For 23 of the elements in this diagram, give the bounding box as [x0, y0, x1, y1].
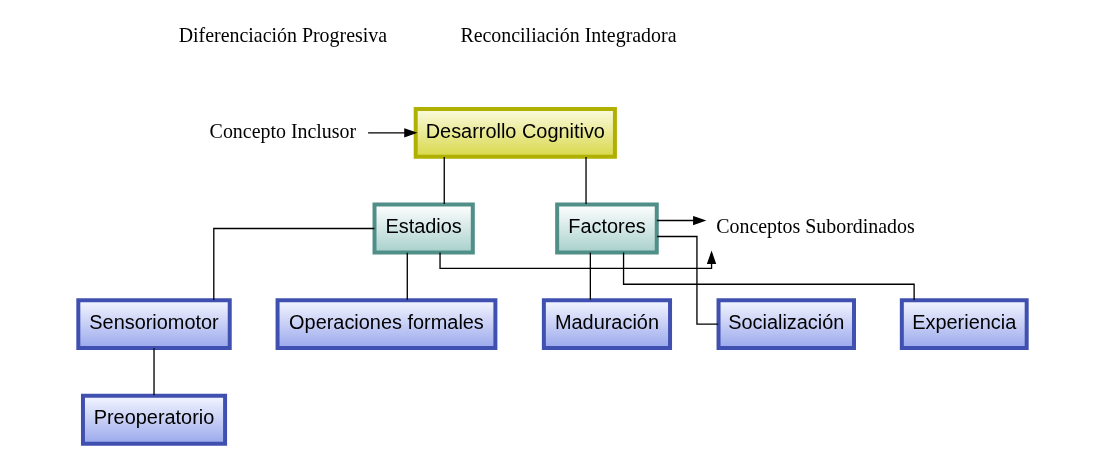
node-box: Sensoriomotor: [75, 298, 232, 351]
connector: [406, 251, 408, 301]
node-box: Factores: [554, 202, 659, 255]
node-text: Concepto Inclusor: [209, 119, 356, 142]
node-box: Experiencia: [899, 298, 1029, 351]
connector: [443, 156, 445, 205]
arrow: [655, 215, 706, 226]
label: Diferenciación Progresiva: [178, 23, 387, 46]
node-box: Desarrollo Cognitivo: [413, 106, 617, 159]
label: Reconciliación Integradora: [459, 23, 676, 46]
arrow: [438, 250, 716, 269]
node-text: Conceptos Subordinados: [715, 215, 915, 238]
connector: [212, 227, 375, 301]
connector: [589, 251, 591, 301]
node-box: Estadios: [372, 202, 475, 255]
node-box: Maduración: [541, 298, 672, 351]
node-box: Operaciones formales: [275, 298, 497, 351]
connector: [656, 235, 719, 325]
connector: [152, 347, 155, 396]
connector: [584, 156, 587, 205]
node-box: Socialización: [716, 298, 856, 351]
arrow: [366, 128, 418, 138]
node-box: Preoperatorio: [80, 393, 227, 446]
